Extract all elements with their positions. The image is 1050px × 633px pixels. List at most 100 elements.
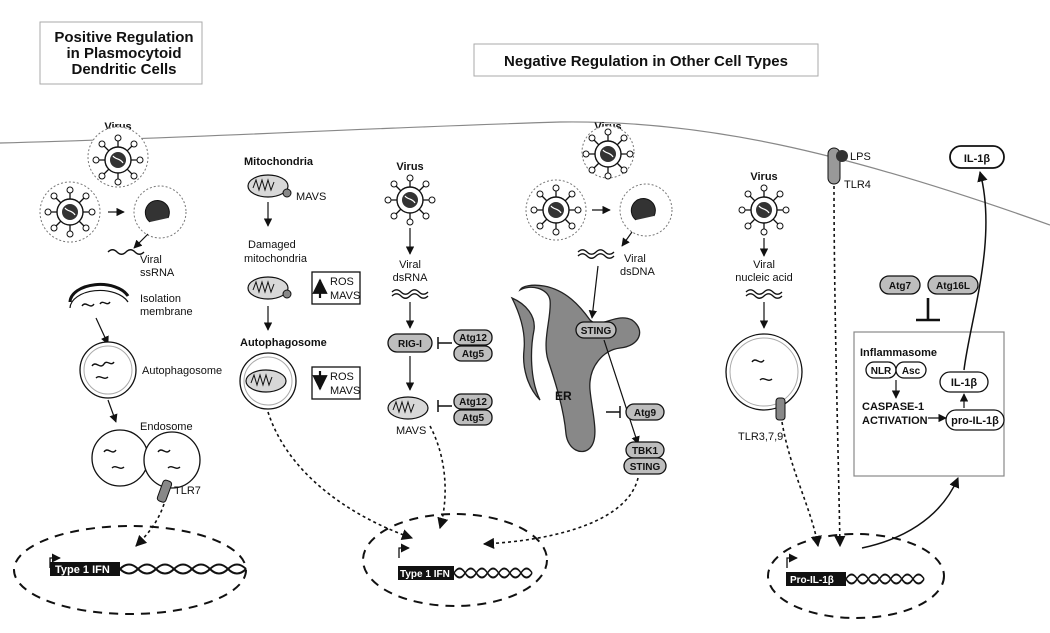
p1-isolation-membrane-icon — [68, 282, 130, 303]
p3-viral-dsrna-line1: Viral — [399, 259, 421, 271]
p4-arrow-dsdna — [621, 231, 633, 247]
p6-secreted-il1b-box — [949, 145, 1005, 169]
p3-atg5-pill — [453, 345, 493, 362]
p5-promoter-arrow-icon — [786, 553, 798, 568]
cell-membrane — [0, 121, 1050, 226]
negative-regulation-header-box — [473, 43, 819, 77]
header-right: Negative Regulation in Other Cell Types — [504, 53, 788, 70]
p5-dna-helix-icon — [845, 573, 926, 585]
panel-tlr: Virus Viral nucleic acid TLR3,7,9 LPS TL… — [725, 147, 960, 619]
p1-fusing-autophagosome-icon — [91, 429, 149, 487]
p1-autophagosome-label: Autophagosome — [142, 365, 222, 377]
panel-positive-regulation: Virus Viral ssRNA Isolation membrane Aut… — [13, 121, 247, 615]
p3-inhibit-rig1 — [437, 337, 452, 349]
p1-gene-box — [50, 562, 120, 576]
p5-tlr-signal — [781, 421, 822, 548]
p3-rig1-label: RIG-I — [398, 339, 422, 350]
p5-endosome-icon — [725, 333, 803, 411]
p4-sting-label: STING — [581, 326, 612, 337]
p5-gene-box — [786, 572, 846, 586]
p5-tlr4-label: TLR4 — [844, 179, 871, 191]
p6-asc-pill — [895, 361, 927, 379]
p6-atg7-label: Atg7 — [889, 281, 912, 292]
p6-inhibit-inflammasome — [916, 298, 940, 322]
panel-inflammasome: IL-1β Atg7 Atg16L Inflammasome NLR Asc C… — [853, 145, 1005, 477]
p4-er-icon — [510, 284, 641, 453]
p4-er-label: ER — [555, 389, 572, 403]
p2-mitochondria-label: Mitochondria — [244, 156, 314, 168]
p2-mavs-up-label: MAVS — [330, 290, 360, 302]
header-left-line1: Positive Regulation — [54, 29, 193, 46]
p2-signal-to-nucleus — [267, 411, 414, 540]
p3-atg5b-label: Atg5 — [462, 413, 485, 424]
positive-regulation-header-box — [39, 21, 203, 85]
p4-virus-icon — [582, 128, 634, 180]
p6-secreted-il1b-label: IL-1β — [964, 153, 991, 165]
p2-ros-up-label: ROS — [330, 276, 354, 288]
p6-caspase-line2: ACTIVATION — [862, 415, 928, 427]
p5-tlr4-signal — [833, 185, 846, 548]
p1-arrow-to-endosome — [107, 399, 118, 423]
p1-viral-ssrna-line2: ssRNA — [140, 267, 175, 279]
p4-uncoating-virus-icon — [630, 198, 656, 221]
p1-gene-label: Type 1 IFN — [55, 564, 110, 576]
p1-virus-in-vesicle-icon — [44, 186, 96, 238]
header-left-line2: in Plasmocytoid — [66, 45, 181, 62]
p1-isolation-membrane-line1: Isolation — [140, 293, 181, 305]
p1-endosome-icon — [143, 431, 201, 489]
p3-atg5b-pill — [453, 409, 493, 426]
p6-atg16l-pill — [927, 275, 979, 295]
p6-nlr-label: NLR — [871, 366, 892, 377]
p1-isolation-membrane-line2: membrane — [140, 306, 193, 318]
p1-virus-icon — [92, 134, 144, 186]
p3-virus-label: Virus — [396, 161, 423, 173]
p6-inflammasome-box — [853, 331, 1005, 477]
p2-ros-down-label: ROS — [330, 371, 354, 383]
p5-tlr-label: TLR3,7,9 — [738, 431, 783, 443]
p5-arrow-to-pro-il1b — [861, 477, 960, 549]
p6-atg7-pill — [879, 275, 921, 295]
p1-signal-to-nucleus — [135, 503, 165, 547]
p5-gene-label: Pro-IL-1β — [790, 575, 834, 586]
p4-inhibit-traffic — [606, 406, 621, 418]
p6-caspase-line1: CASPASE-1 — [862, 401, 924, 413]
p4-arrow-tbk1 — [603, 339, 640, 445]
p4-tbk1-label: TBK1 — [632, 446, 659, 457]
p4-atg9-label: Atg9 — [634, 408, 657, 419]
p5-lps-icon — [836, 150, 848, 162]
p2-damaged-line1: Damaged — [248, 239, 296, 251]
p6-asc-label: Asc — [902, 366, 921, 377]
p4-sting2-label: STING — [630, 462, 661, 473]
p6-atg16l-label: Atg16L — [936, 281, 970, 292]
p4-dsdna-icon — [577, 249, 615, 259]
p3-dsrna-icon — [391, 289, 429, 299]
p6-arrow-secretion — [963, 170, 988, 371]
p6-il1b-box — [939, 371, 989, 393]
p5-virus-label: Virus — [750, 171, 777, 183]
panel-sting: Virus Viral dsDNA ER STING Atg9 TBK1 STI… — [482, 121, 673, 550]
p6-pro-il1b-box — [945, 409, 1005, 431]
p5-tlr-receptor-icon — [775, 397, 786, 421]
p3-atg12-label: Atg12 — [459, 333, 487, 344]
p1-endosome-label: Endosome — [140, 421, 193, 433]
p2-autophagosome-label: Autophagosome — [240, 337, 327, 349]
p3-atg12b-label: Atg12 — [459, 397, 487, 408]
p5-viral-nucleic-line2: nucleic acid — [735, 272, 792, 284]
p4-sting-pill — [575, 321, 617, 339]
header-left-line3: Dendritic Cells — [71, 61, 176, 78]
p2-mavs-label: MAVS — [296, 191, 326, 203]
p3-signal-to-nucleus — [429, 425, 449, 530]
p2-damaged-mitochondrion-icon — [247, 276, 289, 300]
p1-arrow-ssrna — [133, 233, 149, 249]
p5-nucleic-acid-icon — [745, 289, 783, 299]
p5-virus-icon — [738, 184, 790, 236]
p3-atg12-pill — [453, 329, 493, 346]
p5-viral-nucleic-line1: Viral — [753, 259, 775, 271]
p5-nucleus — [767, 533, 945, 619]
p3-viral-dsrna-line2: dsRNA — [393, 272, 429, 284]
p4-viral-dsdna-line2: dsDNA — [620, 266, 656, 278]
p3-inhibit-mavs — [437, 400, 452, 412]
p3-mitochondrion-icon — [387, 396, 429, 420]
p2-damaged-line2: mitochondria — [244, 253, 308, 265]
p1-arrow-to-autophagosome — [95, 317, 109, 345]
